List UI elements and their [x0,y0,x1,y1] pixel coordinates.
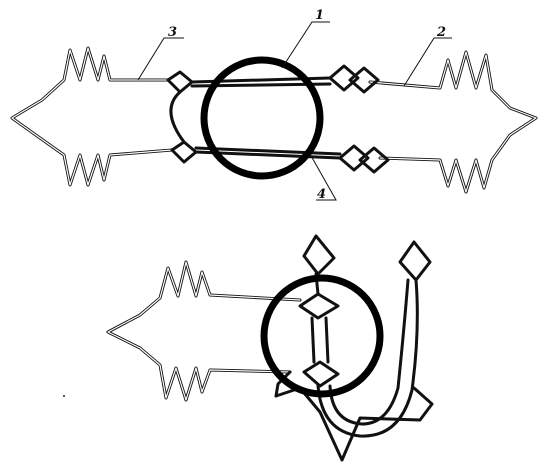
label-ring: 1 [315,8,324,23]
right-wire-loop [368,50,538,194]
callout-leaders [137,21,452,201]
label-left-loop: 3 [168,25,177,40]
left-wire-loop [10,46,174,187]
leader-right-loop [403,37,452,87]
leader-bar [309,153,337,201]
ring [200,56,324,180]
right-diamond-links [328,64,390,174]
top-assembly: 1 2 3 4 [10,8,538,202]
lower-diamond-hooks [298,234,432,388]
stray-dot [63,395,65,397]
label-bar: 4 [317,187,326,202]
bottom-assembly [106,234,434,462]
leader-left-loop [137,37,184,81]
lower-left-wire-loop [106,260,302,402]
leader-ring [281,21,330,69]
lower-ring [260,274,384,398]
label-right-loop: 2 [436,25,446,40]
